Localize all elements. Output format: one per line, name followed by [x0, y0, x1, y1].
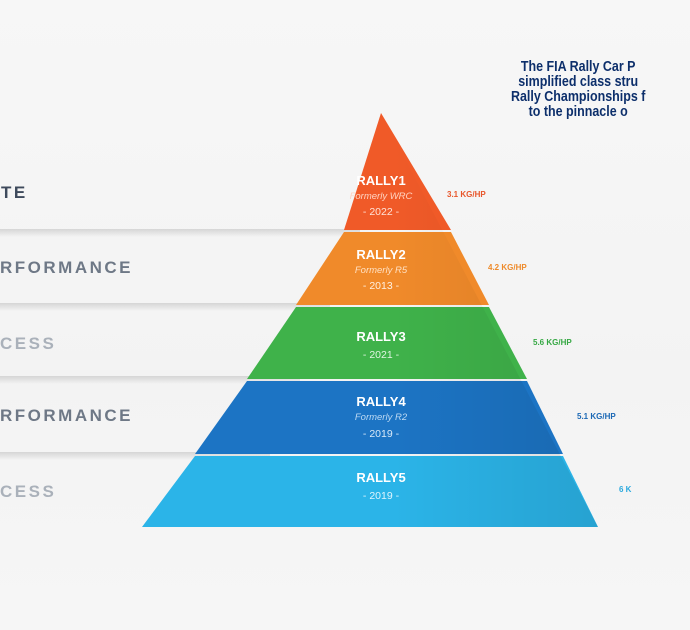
separator-band [0, 303, 330, 311]
tier-year: - 2019 - [363, 490, 400, 502]
intro-line: simplified class stru [518, 74, 639, 90]
category-label-1: TE [1, 183, 28, 202]
tier-formerly: Formerly WRC [350, 191, 413, 202]
tier-formerly: Formerly R2 [355, 412, 408, 423]
tier-name: RALLY2 [356, 247, 405, 262]
intro-text: The FIA Rally Car P simplified class str… [466, 60, 690, 120]
tier-year: - 2019 - [363, 428, 400, 440]
ratio-label-rally3: 5.6 KG/HP [533, 338, 572, 347]
tier-name: RALLY3 [356, 329, 405, 344]
ratio-label-rally4: 5.1 KG/HP [577, 412, 616, 421]
separator-band [0, 452, 270, 460]
tier-name: RALLY4 [356, 394, 406, 409]
intro-line: Rally Championships f [510, 89, 646, 105]
ratio-label-rally2: 4.2 KG/HP [488, 263, 527, 272]
tier-year: - 2022 - [363, 206, 400, 218]
tier-name: RALLY1 [356, 173, 405, 188]
class-pyramid: RALLY1 Formerly WRC - 2022 - RALLY2 Form… [142, 113, 598, 527]
separator-band [0, 376, 300, 384]
intro-line: to the pinnacle o [528, 104, 628, 120]
pyramid-shading [142, 113, 598, 527]
ratio-label-rally5: 6 K [619, 485, 632, 494]
tier-year: - 2013 - [363, 280, 400, 292]
intro-line: The FIA Rally Car P [520, 59, 636, 75]
category-label-2: RFORMANCE [0, 258, 133, 277]
ratio-label-rally1: 3.1 KG/HP [447, 190, 486, 199]
category-label-5: CESS [0, 482, 57, 501]
tier-formerly: Formerly R5 [355, 265, 408, 276]
tier-year: - 2021 - [363, 349, 400, 361]
category-label-4: RFORMANCE [0, 406, 133, 425]
separator-band [0, 229, 360, 237]
tier-name: RALLY5 [356, 470, 405, 485]
category-label-3: CESS [0, 334, 57, 353]
